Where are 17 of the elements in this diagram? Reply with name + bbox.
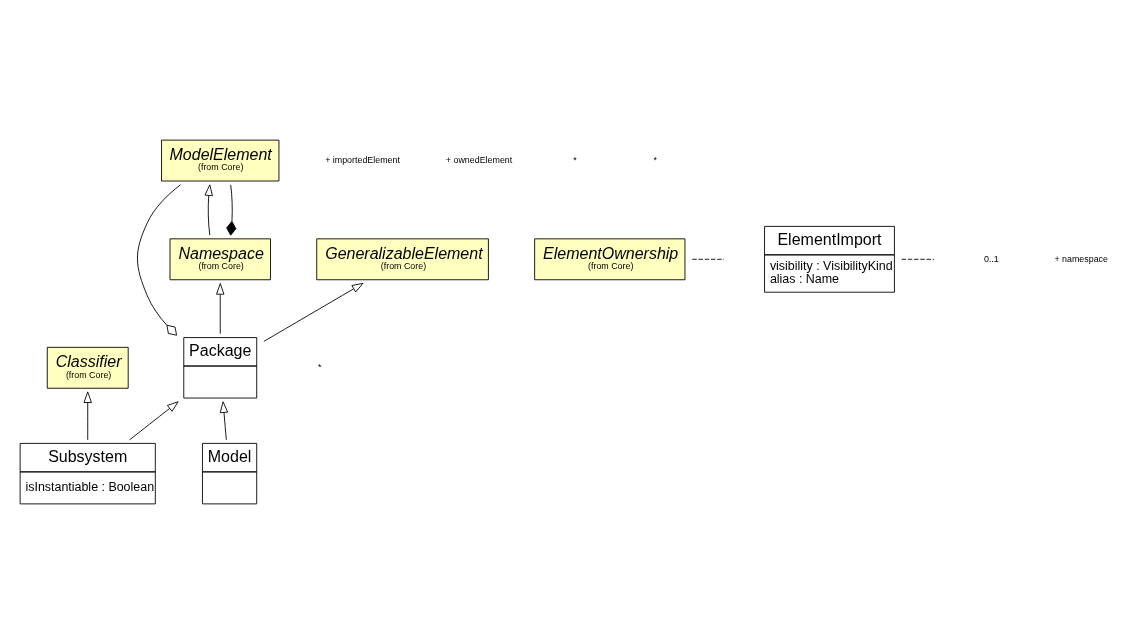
label: * <box>653 154 657 165</box>
connector <box>691 258 725 260</box>
arrow <box>216 282 225 334</box>
connector <box>137 183 181 336</box>
label: * <box>318 361 322 372</box>
label: * <box>573 154 577 165</box>
connector <box>901 258 935 260</box>
label: + ownedElement <box>445 154 513 165</box>
arrow <box>83 390 92 440</box>
arrow <box>219 400 229 440</box>
arrow <box>263 282 364 342</box>
connector <box>226 183 237 236</box>
arrow <box>129 400 179 440</box>
label: + namespace <box>1054 253 1108 264</box>
arrow <box>204 183 213 236</box>
label: 0..1 <box>983 253 999 264</box>
label: + importedElement <box>325 154 400 165</box>
